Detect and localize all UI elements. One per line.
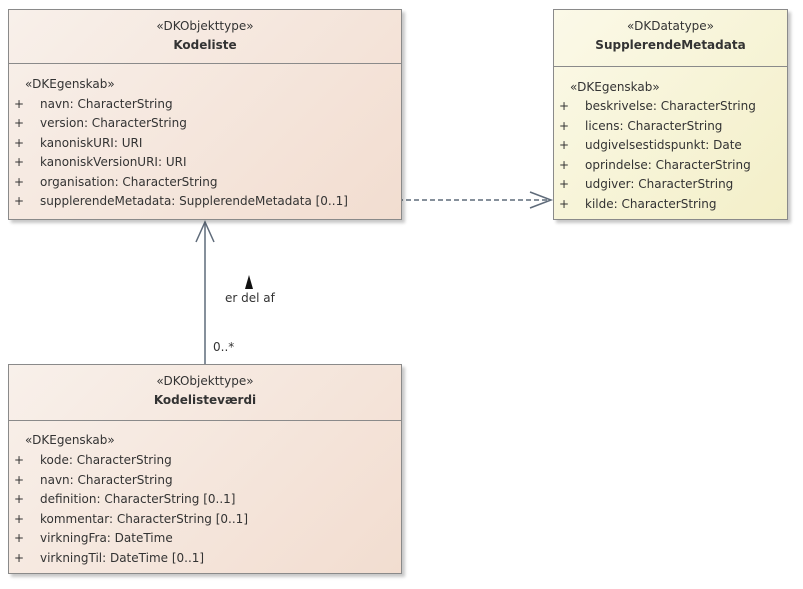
visibility-marker: + xyxy=(559,138,570,152)
visibility-marker: + xyxy=(14,194,25,208)
attribute-text: virkningFra: DateTime xyxy=(40,531,173,545)
direction-triangle-icon xyxy=(245,275,253,289)
class-header: «DKObjekttype» Kodeliste xyxy=(9,10,401,64)
visibility-marker: + xyxy=(14,453,25,467)
dependency-line[interactable] xyxy=(385,191,554,209)
attribute-text: organisation: CharacterString xyxy=(40,175,218,189)
attribute-row[interactable]: + beskrivelse: CharacterString xyxy=(554,98,787,114)
attribute-section-label: «DKEgenskab» xyxy=(570,80,660,94)
class-kodeliste[interactable]: «DKObjekttype» Kodeliste «DKEgenskab» + … xyxy=(8,9,402,220)
attribute-text: beskrivelse: CharacterString xyxy=(585,99,756,113)
class-kodelistevaerdi[interactable]: «DKObjekttype» Kodelisteværdi «DKEgenska… xyxy=(8,364,402,574)
attribute-row[interactable]: + udgivelsestidspunkt: Date xyxy=(554,137,787,153)
class-name: Kodeliste xyxy=(173,38,237,52)
class-supplerende-metadata[interactable]: «DKDatatype» SupplerendeMetadata «DKEgen… xyxy=(553,9,788,220)
class-stereotype: «DKObjekttype» xyxy=(156,19,254,33)
attribute-text: definition: CharacterString [0..1] xyxy=(40,492,236,506)
class-stereotype: «DKDatatype» xyxy=(626,19,715,33)
attribute-section-label: «DKEgenskab» xyxy=(25,433,115,447)
visibility-marker: + xyxy=(559,158,570,172)
attribute-row[interactable]: + supplerendeMetadata: SupplerendeMetada… xyxy=(9,193,401,209)
attribute-row[interactable]: + licens: CharacterString xyxy=(554,118,787,134)
attribute-text: kode: CharacterString xyxy=(40,453,172,467)
visibility-marker: + xyxy=(14,531,25,545)
association-line[interactable] xyxy=(195,220,215,364)
attribute-text: kommentar: CharacterString [0..1] xyxy=(40,512,249,526)
visibility-marker: + xyxy=(14,512,25,526)
attribute-text: supplerendeMetadata: SupplerendeMetadata… xyxy=(40,194,348,208)
visibility-marker: + xyxy=(14,175,25,189)
visibility-marker: + xyxy=(14,492,25,506)
attribute-row[interactable]: + oprindelse: CharacterString xyxy=(554,157,787,173)
visibility-marker: + xyxy=(14,136,25,150)
attribute-row[interactable]: + kilde: CharacterString xyxy=(554,196,787,212)
visibility-marker: + xyxy=(14,97,25,111)
attribute-text: udgivelsestidspunkt: Date xyxy=(585,138,742,152)
attribute-row[interactable]: + kode: CharacterString xyxy=(9,452,401,468)
class-header: «DKObjekttype» Kodelisteværdi xyxy=(9,365,401,421)
attribute-row[interactable]: + virkningFra: DateTime xyxy=(9,530,401,546)
visibility-marker: + xyxy=(559,99,570,113)
attribute-row[interactable]: + organisation: CharacterString xyxy=(9,174,401,190)
class-header: «DKDatatype» SupplerendeMetadata xyxy=(554,10,787,67)
attribute-row[interactable]: + navn: CharacterString xyxy=(9,472,401,488)
visibility-marker: + xyxy=(559,119,570,133)
attribute-row[interactable]: + kommentar: CharacterString [0..1] xyxy=(9,511,401,527)
attribute-row[interactable]: + kanoniskURI: URI xyxy=(9,135,401,151)
visibility-marker: + xyxy=(14,551,25,565)
attribute-text: kanoniskURI: URI xyxy=(40,136,143,150)
attribute-text: navn: CharacterString xyxy=(40,97,173,111)
attribute-text: virkningTil: DateTime [0..1] xyxy=(40,551,205,565)
attribute-row[interactable]: + navn: CharacterString xyxy=(9,96,401,112)
visibility-marker: + xyxy=(14,473,25,487)
attribute-text: oprindelse: CharacterString xyxy=(585,158,751,172)
visibility-marker: + xyxy=(559,177,570,191)
attribute-section-label: «DKEgenskab» xyxy=(25,77,115,91)
class-name: SupplerendeMetadata xyxy=(595,38,746,52)
visibility-marker: + xyxy=(14,116,25,130)
attribute-row[interactable]: + version: CharacterString xyxy=(9,115,401,131)
attribute-text: udgiver: CharacterString xyxy=(585,177,734,191)
class-name: Kodelisteværdi xyxy=(153,393,257,407)
visibility-marker: + xyxy=(559,197,570,211)
attribute-row[interactable]: + udgiver: CharacterString xyxy=(554,176,787,192)
association-role-label: er del af xyxy=(225,291,275,305)
visibility-marker: + xyxy=(14,155,25,169)
attribute-text: kilde: CharacterString xyxy=(585,197,717,211)
attribute-text: licens: CharacterString xyxy=(585,119,723,133)
attribute-text: version: CharacterString xyxy=(40,116,187,130)
association-multiplicity: 0..* xyxy=(213,340,235,354)
attribute-row[interactable]: + definition: CharacterString [0..1] xyxy=(9,491,401,507)
attribute-row[interactable]: + virkningTil: DateTime [0..1] xyxy=(9,550,401,566)
attribute-row[interactable]: + kanoniskVersionURI: URI xyxy=(9,154,401,170)
attribute-text: kanoniskVersionURI: URI xyxy=(40,155,187,169)
class-stereotype: «DKObjekttype» xyxy=(156,374,254,388)
attribute-text: navn: CharacterString xyxy=(40,473,173,487)
